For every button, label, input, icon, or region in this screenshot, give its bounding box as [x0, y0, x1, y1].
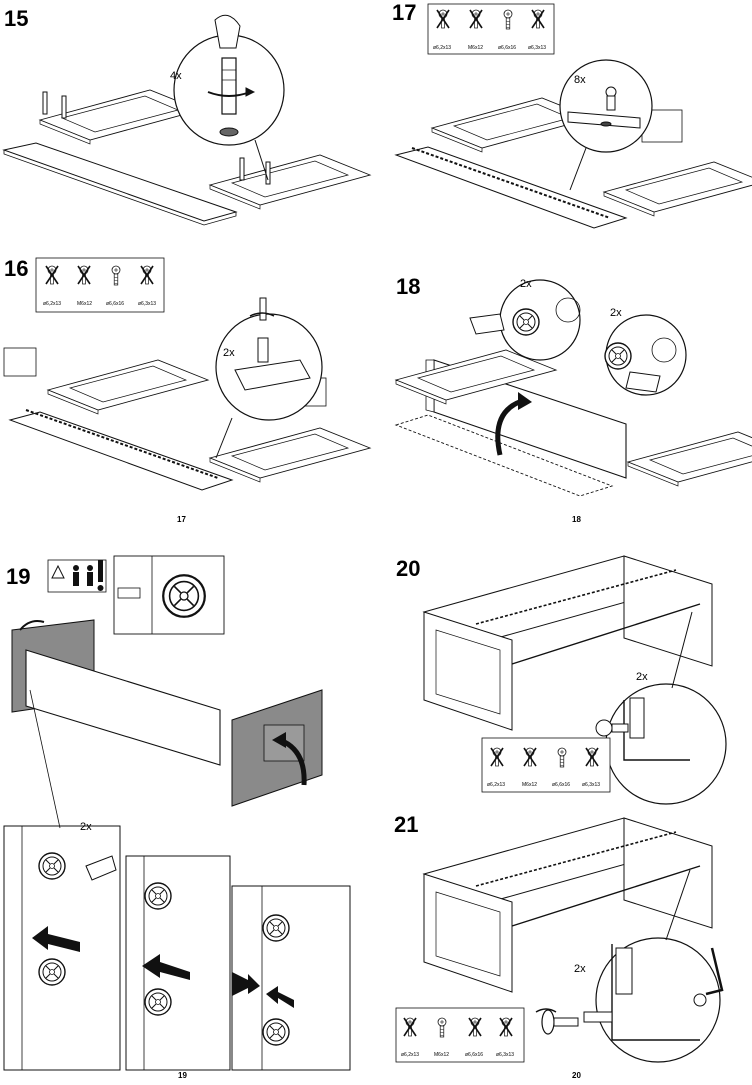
page-number-17: 17 [177, 515, 186, 524]
legend-17-b: M6x12 [468, 45, 483, 51]
legend-20-d: ø6,3x13 [582, 782, 600, 788]
long-board-17 [394, 146, 628, 229]
page-number-18: 18 [572, 515, 581, 524]
legend-20-c: ø6,6x16 [552, 782, 570, 788]
bed-headboard-21 [623, 817, 713, 929]
push-arrow-19c [232, 972, 260, 996]
bed-headboard-20 [623, 555, 713, 667]
legend-20-b: M6x12 [522, 782, 537, 788]
legend-17-c: ø6,6x16 [498, 45, 516, 51]
push-arrow-19b [142, 954, 190, 980]
dowel-insert-detail [207, 14, 256, 137]
rotate-arrow-19a [19, 620, 45, 631]
footboard-panel [209, 154, 371, 210]
legend-16-b: M6x12 [77, 301, 92, 307]
screw-legend-box-21 [395, 1007, 525, 1063]
dashed-board-18 [394, 414, 614, 497]
bed-footboard-21 [423, 873, 513, 993]
legend-17-d: ø6,3x13 [528, 45, 546, 51]
hand-18b [625, 371, 661, 393]
two-people-icon [47, 559, 107, 593]
screwdriver-detail [535, 1008, 579, 1035]
step-19-qty: 2x [80, 821, 92, 833]
legend-21-a: ø6,2x13 [401, 1052, 419, 1058]
push-arrow-19d [266, 986, 294, 1008]
page-number-20: 20 [572, 1071, 581, 1080]
legend-21-b: M6x12 [434, 1052, 449, 1058]
step-18-number: 18 [396, 274, 420, 299]
page-number-19: 19 [178, 1071, 187, 1080]
push-arrow-19a [32, 926, 80, 952]
step-15-number: 15 [4, 6, 28, 31]
step-18-qty-left: 2x [520, 278, 532, 290]
detail-circle-17 [559, 59, 653, 153]
step-20-qty: 2x [636, 671, 648, 683]
step-19-number: 19 [6, 564, 30, 589]
step-17-number: 17 [392, 0, 416, 25]
legend-17-a: ø6,2x13 [433, 45, 451, 51]
step-16-number: 16 [4, 256, 28, 281]
step-20-number: 20 [396, 556, 420, 581]
detail-circle-18a [499, 279, 581, 361]
step-18: 18 2x 2x 18 [394, 274, 752, 524]
step-19: 19 [3, 555, 351, 1080]
step-17: 17 ø6,2x13 M6x12 ø6,6x16 ø6,3x13 8x [392, 0, 752, 229]
bed-footboard-20 [423, 611, 513, 731]
step-16: 16 ø6,2x13 M6x12 ø6,6x16 ø6,3x13 2x 17 [3, 256, 371, 524]
step-15: 15 4x [2, 6, 371, 226]
side-board-19 [25, 649, 221, 766]
legend-21-d: ø6,3x13 [496, 1052, 514, 1058]
long-board [2, 142, 238, 222]
step-18-qty-right: 2x [610, 307, 622, 319]
long-board-16 [8, 411, 234, 491]
step-16-qty: 2x [223, 347, 235, 359]
step-20: 20 2x ø6,2x13 M6x12 ø6,6x16 ø6,3x13 [396, 555, 727, 805]
step-21: 21 2x ø6,2x13 M6x12 ø6,6x16 ø6,3x13 [394, 812, 724, 1080]
legend-20-a: ø6,2x13 [487, 782, 505, 788]
screw-legend-box-20 [481, 737, 611, 793]
hand-18a [469, 313, 505, 335]
step-21-qty: 2x [574, 963, 586, 975]
legend-16-c: ø6,6x16 [106, 301, 124, 307]
legend-16-a: ø6,2x13 [43, 301, 61, 307]
step-17-qty: 8x [574, 74, 586, 86]
detail-panels-19 [3, 825, 351, 1071]
step-15-qty: 4x [170, 70, 182, 82]
step-21-number: 21 [394, 812, 418, 837]
legend-21-c: ø6,6x16 [465, 1052, 483, 1058]
legend-16-d: ø6,3x13 [138, 301, 156, 307]
hand-19 [85, 855, 117, 881]
